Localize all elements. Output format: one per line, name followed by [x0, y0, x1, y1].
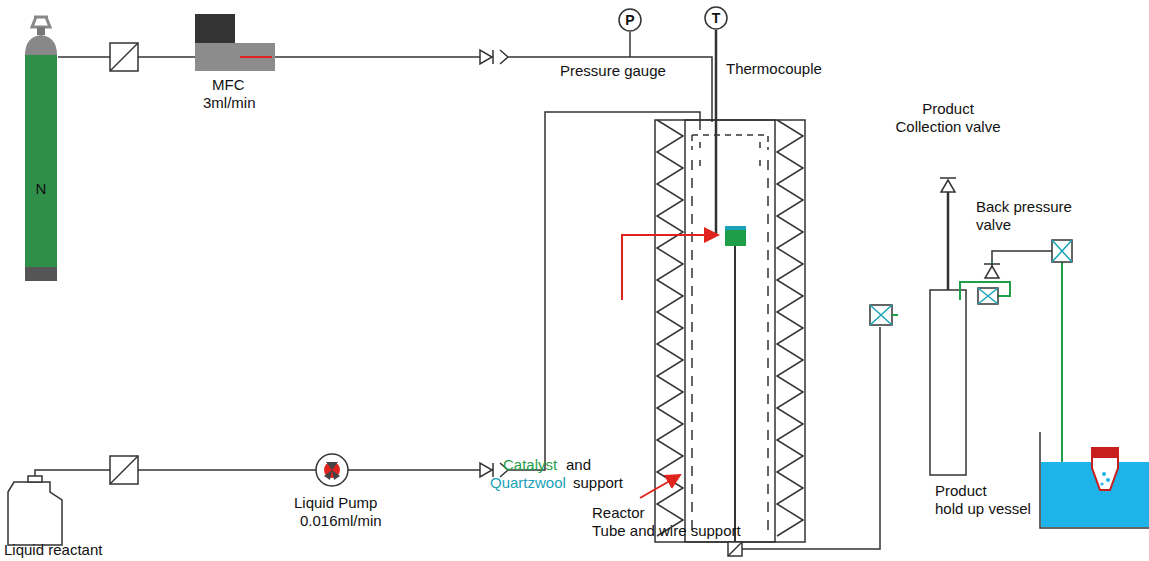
reactor	[655, 30, 880, 556]
part-label: Thermocouple	[726, 60, 822, 78]
quartzwool	[725, 226, 746, 230]
liquid-line	[8, 112, 700, 545]
part-label: Tube and wire support	[592, 522, 741, 540]
part-label: Catalyst	[503, 456, 557, 474]
part-label: and	[566, 456, 591, 474]
part-label: Liquid reactant	[4, 541, 102, 559]
part-label: Back pressure valve	[976, 198, 1084, 234]
part-label: Product	[935, 482, 987, 500]
node-text: P	[625, 12, 634, 28]
part-label: Reactor	[592, 504, 645, 522]
node-text: N	[36, 180, 47, 197]
part-label: 3ml/min	[203, 94, 256, 112]
gas-line	[58, 32, 712, 122]
water-bath	[1040, 432, 1149, 528]
part-label: 0.016ml/min	[300, 512, 382, 530]
part-label: MFC	[212, 76, 245, 94]
part-label: support	[573, 474, 623, 492]
vent-line	[892, 262, 1100, 490]
part-label: Quartzwool	[490, 474, 566, 492]
node-outline	[22, 15, 60, 283]
instrument-circle: P	[618, 8, 642, 32]
node-text: T	[712, 10, 721, 26]
pointer-arrows	[622, 235, 718, 498]
product-train	[870, 178, 966, 475]
valves	[978, 240, 1072, 304]
part-label: Product Collection valve	[888, 100, 1008, 136]
instrument-circle: T	[704, 6, 728, 30]
part-label: Liquid Pump	[294, 494, 377, 512]
part-label: hold up vessel	[935, 500, 1031, 518]
part-label: Pressure gauge	[560, 62, 666, 80]
mfc	[195, 14, 275, 71]
gas-cylinder: N	[22, 15, 60, 283]
catalyst	[725, 230, 746, 246]
